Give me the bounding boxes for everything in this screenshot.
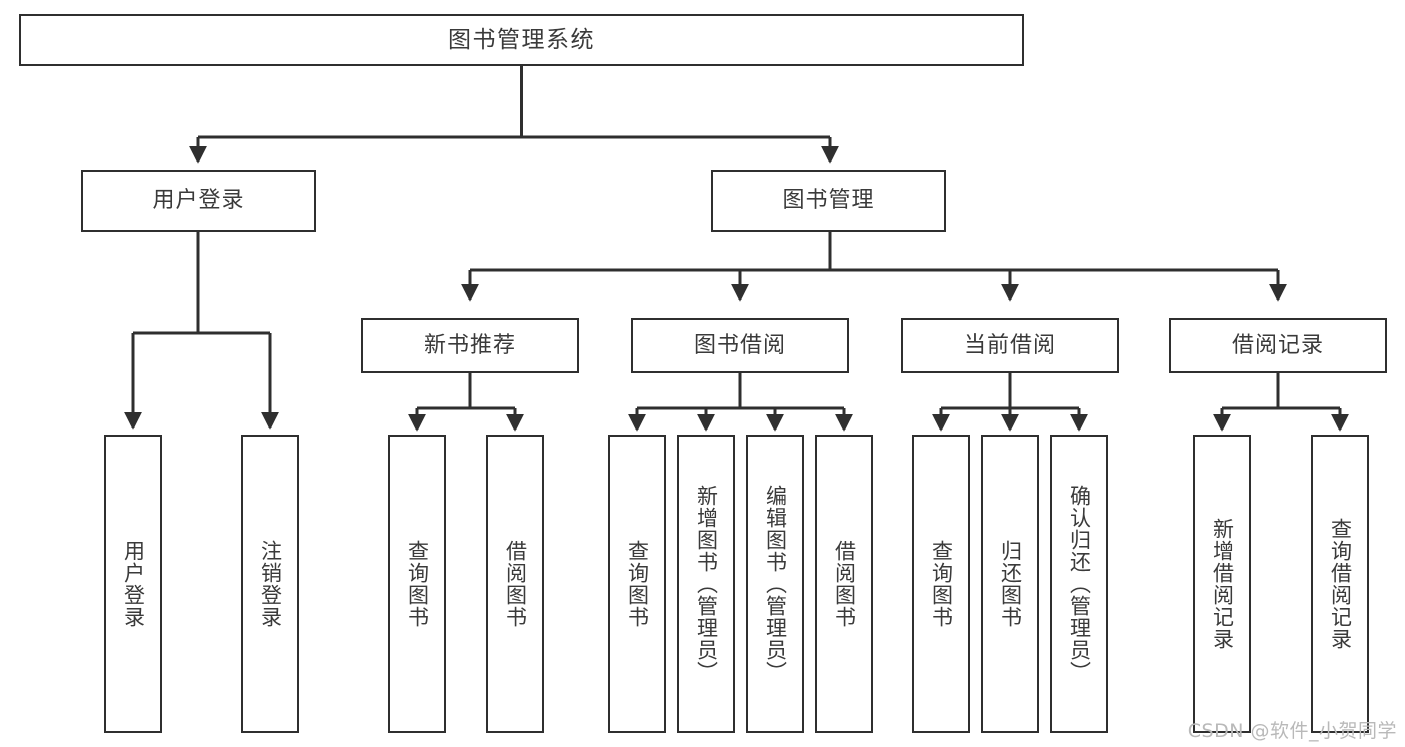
- node-book-manage[interactable]: 图书管理: [711, 170, 946, 232]
- leaf-user-login-label: 用户登录: [121, 540, 146, 628]
- leaf-query-book-1[interactable]: 查询图书: [388, 435, 446, 733]
- leaf-return-book[interactable]: 归还图书: [981, 435, 1039, 733]
- leaf-query-book-3[interactable]: 查询图书: [912, 435, 970, 733]
- node-book-borrow[interactable]: 图书借阅: [631, 318, 849, 373]
- leaf-borrow-book-1[interactable]: 借阅图书: [486, 435, 544, 733]
- leaf-confirm-return[interactable]: 确认归还（管理员）: [1050, 435, 1108, 733]
- node-root[interactable]: 图书管理系统: [19, 14, 1024, 66]
- leaf-query-book-3-label: 查询图书: [929, 540, 954, 628]
- leaf-return-book-label: 归还图书: [998, 540, 1023, 628]
- leaf-query-book-2[interactable]: 查询图书: [608, 435, 666, 733]
- leaf-add-record-label: 新增借阅记录: [1210, 518, 1235, 650]
- node-new-book-rec[interactable]: 新书推荐: [361, 318, 579, 373]
- leaf-edit-book-label: 编辑图书（管理员）: [763, 485, 788, 683]
- node-user-login[interactable]: 用户登录: [81, 170, 316, 232]
- leaf-user-logout[interactable]: 注销登录: [241, 435, 299, 733]
- leaf-add-book-label: 新增图书（管理员）: [694, 485, 719, 683]
- node-current-borrow-label: 当前借阅: [963, 332, 1056, 358]
- leaf-add-record[interactable]: 新增借阅记录: [1193, 435, 1251, 733]
- leaf-query-book-2-label: 查询图书: [625, 540, 650, 628]
- node-book-borrow-label: 图书借阅: [693, 332, 786, 358]
- leaf-confirm-return-label: 确认归还（管理员）: [1067, 485, 1092, 683]
- leaf-query-record[interactable]: 查询借阅记录: [1311, 435, 1369, 733]
- node-borrow-record-label: 借阅记录: [1231, 332, 1324, 358]
- leaf-user-login[interactable]: 用户登录: [104, 435, 162, 733]
- node-book-manage-label: 图书管理: [782, 188, 875, 214]
- leaf-user-logout-label: 注销登录: [258, 540, 283, 628]
- leaf-edit-book[interactable]: 编辑图书（管理员）: [746, 435, 804, 733]
- node-borrow-record[interactable]: 借阅记录: [1169, 318, 1387, 373]
- leaf-add-book[interactable]: 新增图书（管理员）: [677, 435, 735, 733]
- node-root-label: 图书管理系统: [448, 26, 595, 53]
- node-user-login-label: 用户登录: [152, 188, 245, 214]
- node-current-borrow[interactable]: 当前借阅: [901, 318, 1119, 373]
- leaf-query-record-label: 查询借阅记录: [1328, 518, 1353, 650]
- watermark: CSDN @软件_小贺同学: [1187, 720, 1397, 742]
- leaf-query-book-1-label: 查询图书: [405, 540, 430, 628]
- leaf-borrow-book-2[interactable]: 借阅图书: [815, 435, 873, 733]
- leaf-borrow-book-1-label: 借阅图书: [503, 540, 528, 628]
- node-new-book-rec-label: 新书推荐: [423, 332, 516, 358]
- leaf-borrow-book-2-label: 借阅图书: [832, 540, 857, 628]
